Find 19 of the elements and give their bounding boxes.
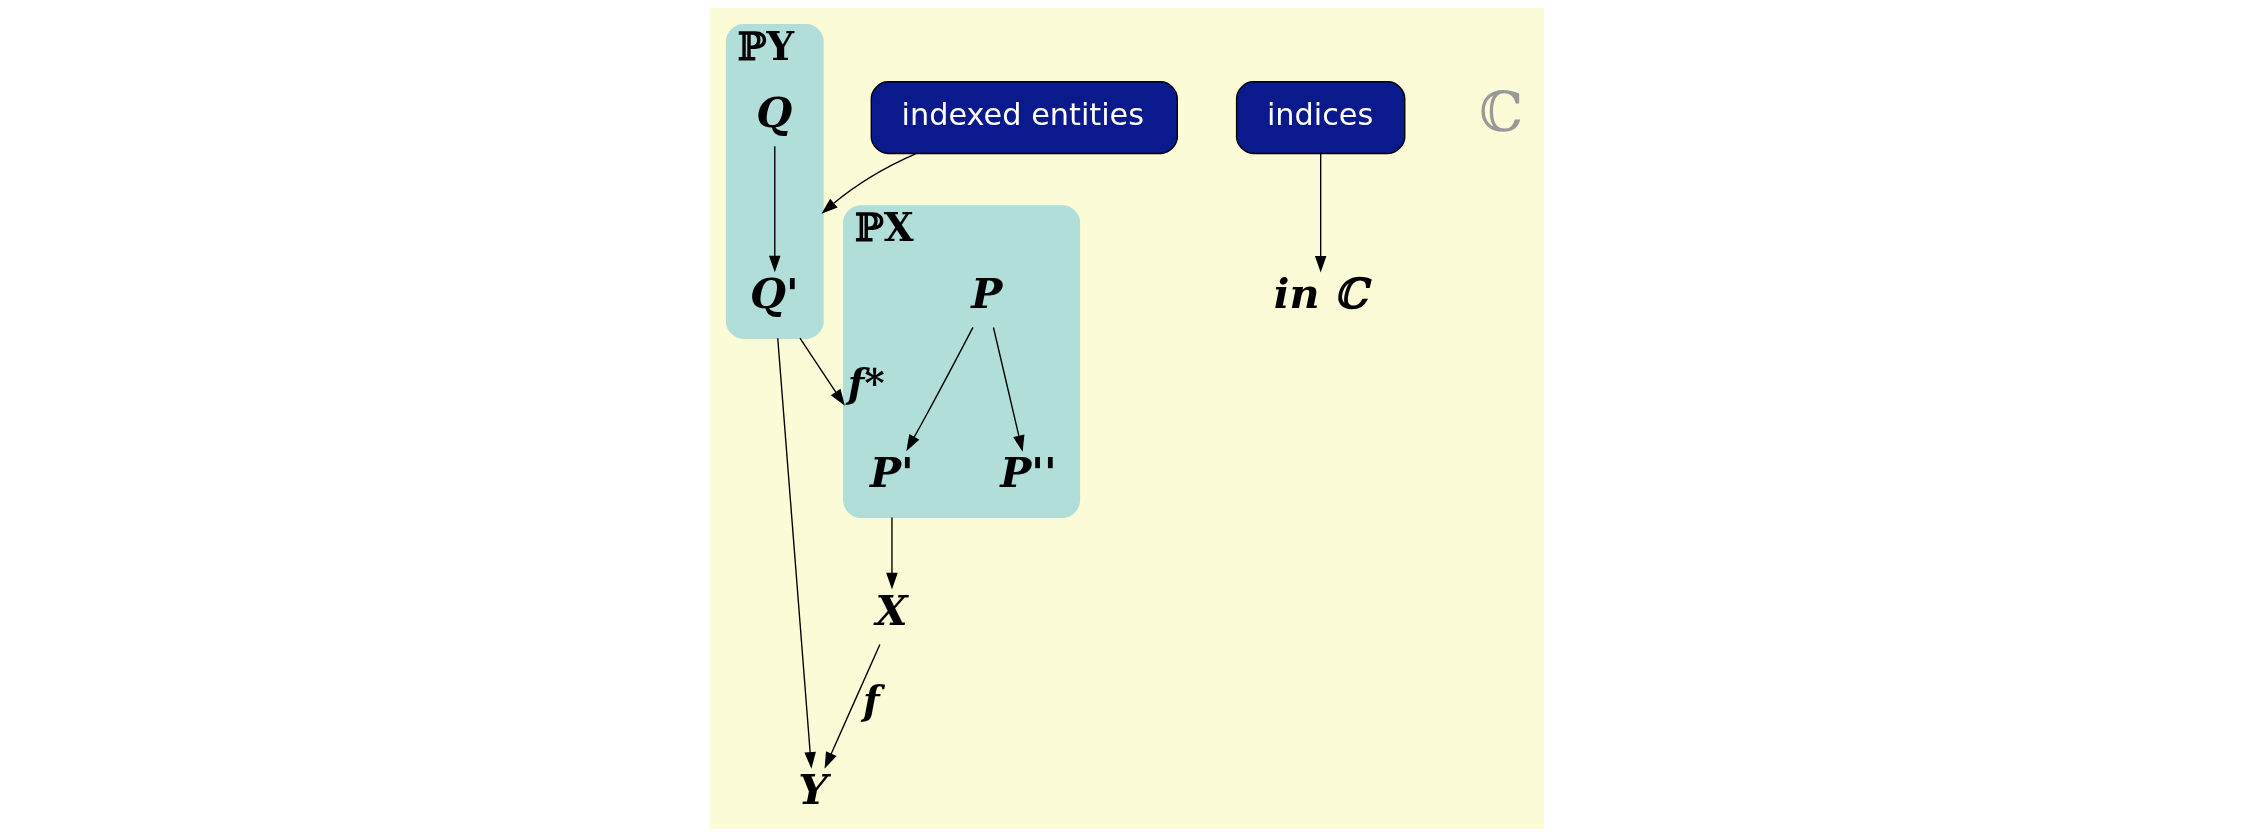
edge-label: f* bbox=[847, 360, 885, 406]
arrow bbox=[824, 643, 881, 769]
arrow bbox=[821, 152, 917, 214]
arrow bbox=[769, 145, 781, 273]
arrow bbox=[1314, 153, 1327, 273]
node-text: Q bbox=[756, 87, 793, 137]
arrow bbox=[777, 337, 816, 769]
arrow bbox=[906, 326, 974, 452]
node-text: P bbox=[971, 268, 1003, 318]
node-text: P'' bbox=[1000, 448, 1057, 498]
node-text: Q' bbox=[749, 268, 799, 318]
node-box: indices bbox=[1235, 81, 1406, 155]
node-text: P' bbox=[869, 448, 914, 498]
arrow bbox=[992, 326, 1025, 452]
node-box: indexed entities bbox=[870, 81, 1178, 155]
label: ℂ bbox=[1479, 80, 1524, 145]
arrow bbox=[886, 516, 898, 590]
node-text: X bbox=[875, 585, 908, 635]
arrow bbox=[799, 337, 845, 406]
